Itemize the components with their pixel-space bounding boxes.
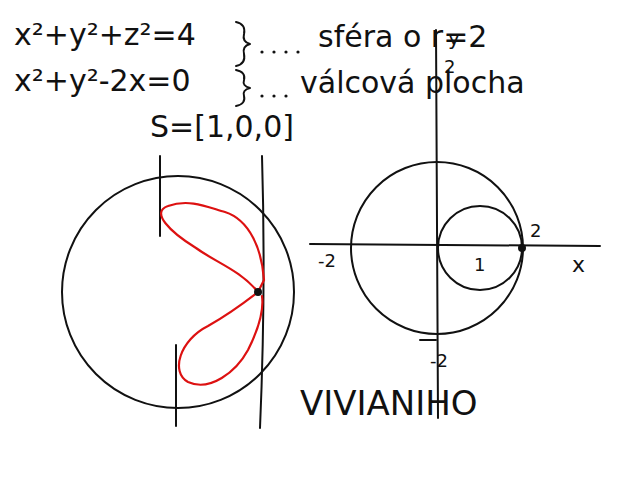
note: sféra o r=2 [318,22,487,52]
equation: x²+y²+z²=4 [14,20,196,50]
tick-label: 1 [474,256,485,274]
cylinder-line [159,156,161,236]
label-text: x²+y²-2x=0 [14,63,191,98]
label-text: 1 [474,254,485,275]
tick-label: 2 [530,222,541,240]
viviani-curve [161,203,264,292]
label-text: S=[1,0,0] [150,109,294,144]
tick-label: 2 [444,58,455,76]
label-text: sféra o r=2 [318,19,487,54]
brace [236,70,250,106]
point-label: S=[1,0,0] [150,112,294,142]
point-s [518,244,526,252]
cylinder-section [438,206,522,290]
label-text: x [572,252,585,277]
note: válcová plocha [300,68,525,98]
viviani-curve [179,292,262,385]
label-text: -2 [318,250,336,271]
point-s [254,288,262,296]
tick-label: -2 [430,352,448,370]
label-text: válcová plocha [300,65,525,100]
label-text: y [448,26,460,50]
label-text: 2 [444,56,455,77]
title-text: VIVIANIHO [300,386,478,420]
label-text: -2 [430,350,448,371]
label-text: VIVIANIHO [300,383,478,423]
sphere-section [351,162,523,334]
axis-label: y [448,28,460,48]
label-text: x²+y²+z²=4 [14,17,196,52]
label-text: 2 [530,220,541,241]
tick [420,339,436,341]
cylinder-line [175,345,177,426]
equation: x²+y²-2x=0 [14,66,191,96]
x-axis [310,244,600,246]
sphere-outline [62,176,294,408]
axis-label: x [572,254,585,276]
tick-label: -2 [318,252,336,270]
brace [236,22,250,66]
